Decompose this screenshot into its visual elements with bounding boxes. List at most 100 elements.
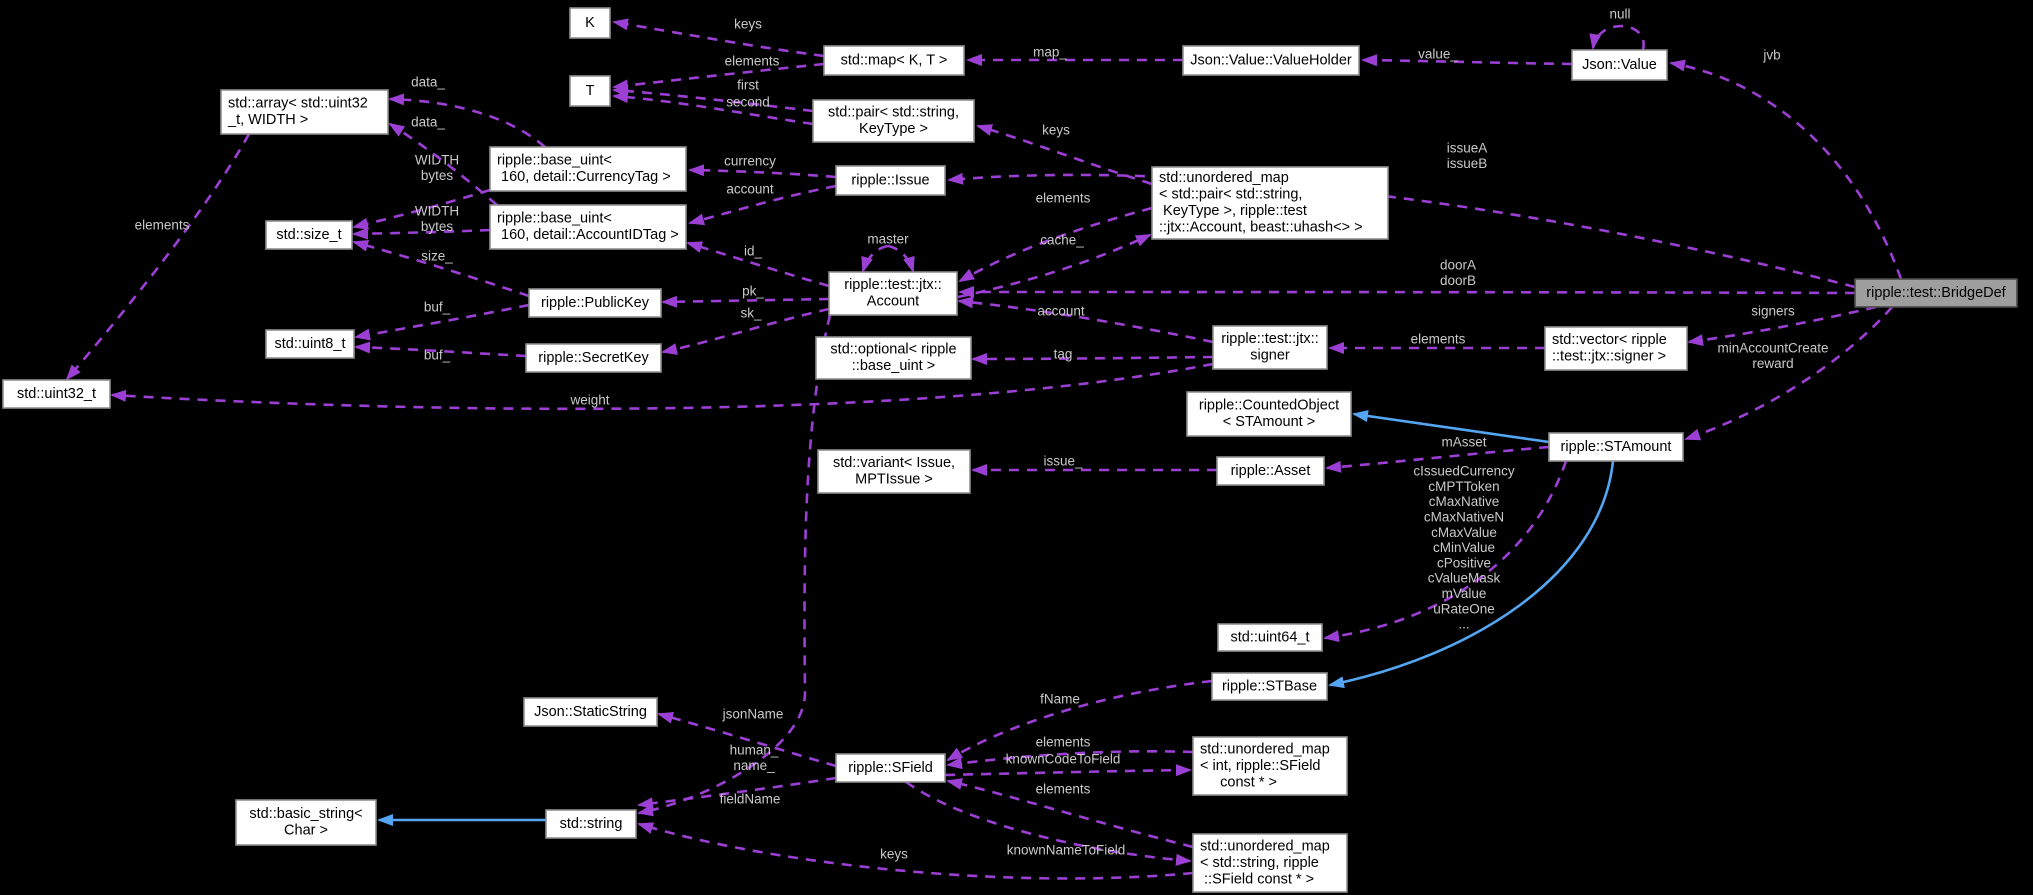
node-label-jtx-signer-1: signer <box>1250 348 1290 364</box>
node-std-string[interactable]: std::string <box>545 809 637 839</box>
node-stbase[interactable]: ripple::STBase <box>1211 672 1328 701</box>
node-label-std-array-1: _t, WIDTH > <box>227 112 308 128</box>
node-std-uint32-t[interactable]: std::uint32_t <box>2 379 111 409</box>
node-ripple-asset[interactable]: ripple::Asset <box>1216 456 1325 486</box>
node-std-pair[interactable]: std::pair< std::string,KeyType > <box>812 99 975 143</box>
node-base-uint-accountid[interactable]: ripple::base_uint< 160, detail::AccountI… <box>489 204 687 250</box>
edge-sfield-knowncode-intmap <box>944 764 1192 777</box>
edge-label-stamount-consts-uint64-8: mValue <box>1442 586 1487 601</box>
edge-label-accountid-data-array: data_ <box>411 115 445 130</box>
edge-label-stamount-consts-uint64-2: cMaxNative <box>1429 494 1500 509</box>
edge-label-valueholder-map: map_ <box>1033 45 1067 60</box>
node-label-std-uint32-t: std::uint32_t <box>17 386 96 402</box>
edge-label-account-sk-secretkey: sk_ <box>740 306 762 321</box>
node-std-uint64-t[interactable]: std::uint64_t <box>1217 623 1323 652</box>
edge-label-stamount-consts-uint64-4: cMaxValue <box>1431 525 1497 540</box>
node-json-value-holder[interactable]: Json::Value::ValueHolder <box>1182 45 1360 76</box>
node-label-public-key: ripple::PublicKey <box>541 295 650 311</box>
edge-label-currency-widthbytes-sizet: WIDTH <box>415 153 459 168</box>
edge-label-stamount-consts-uint64-10: ... <box>1458 617 1469 632</box>
edge-account-sk-secretkey <box>661 307 830 355</box>
node-std-uint8-t[interactable]: std::uint8_t <box>265 329 355 359</box>
edge-array-elements-uint32 <box>65 133 251 381</box>
edge-pair-first-t <box>612 85 814 113</box>
edge-label-signer-account-account: account <box>1037 304 1085 319</box>
node-label-unordered-map-string-sfield-2: ::SField const * > <box>1200 871 1314 887</box>
node-json-static-string[interactable]: Json::StaticString <box>523 697 658 727</box>
edge-label-bridgedef-jvb-jsonvalue: jvb <box>1762 48 1780 63</box>
node-unordered-map-int-sfield[interactable]: std::unordered_map< int, ripple::SField … <box>1192 736 1348 796</box>
node-label-t: T <box>586 83 595 99</box>
node-bridge-def[interactable]: ripple::test::BridgeDef <box>1854 278 2018 308</box>
node-label-std-uint64-t: std::uint64_t <box>1231 629 1310 645</box>
edge-label-pair-second-t: second <box>726 95 770 110</box>
edge-jsonvalue-null-loop <box>1589 24 1645 51</box>
node-sfield[interactable]: ripple::SField <box>835 753 946 783</box>
edge-label-sfield-jsonname-staticstring: jsonName <box>722 707 784 722</box>
edge-label-bridgedef-issueab-issue-1: issueB <box>1447 156 1488 171</box>
edge-account-master-loop-a <box>861 244 889 273</box>
node-stamount[interactable]: ripple::STAmount <box>1548 432 1684 462</box>
node-unordered-map-accounts[interactable]: std::unordered_map< std::pair< std::stri… <box>1151 166 1389 240</box>
edge-bridgedef-issueab-issue <box>947 172 1856 289</box>
edge-label-asset-issue-variant: issue_ <box>1043 454 1083 469</box>
edge-signer-tag-optional <box>971 352 1214 365</box>
node-unordered-map-string-sfield[interactable]: std::unordered_map< std::string, ripple … <box>1192 833 1348 893</box>
node-label-counted-object-1: < STAmount > <box>1223 414 1315 430</box>
node-vector-signer[interactable]: std::vector< ripple::test::jtx::signer > <box>1544 326 1688 371</box>
edge-signer-account-account <box>957 296 1214 344</box>
edge-label-jsonvalue-null-loop: null <box>1609 7 1630 22</box>
node-label-unordered-map-accounts-2: KeyType >, ripple::test <box>1159 203 1307 219</box>
edge-umap-keys-pair <box>976 124 1153 186</box>
node-std-size-t[interactable]: std::size_t <box>265 220 353 250</box>
edge-label-issue-account: account <box>726 182 774 197</box>
node-label-unordered-map-accounts-3: ::jtx::Account, beast::uhash<> > <box>1159 220 1363 236</box>
edge-label-signer-weight-uint32: weight <box>569 393 609 408</box>
node-label-secret-key: ripple::SecretKey <box>538 350 649 366</box>
node-label-std-pair-1: KeyType > <box>859 121 928 137</box>
node-jtx-signer[interactable]: ripple::test::jtx::signer <box>1212 325 1328 370</box>
edge-label-currency-widthbytes-sizet-1: bytes <box>421 168 454 183</box>
node-label-std-map: std::map< K, T > <box>841 52 948 68</box>
node-json-value[interactable]: Json::Value <box>1571 49 1668 81</box>
edge-label-signer-tag-optional: tag <box>1054 347 1073 362</box>
node-public-key[interactable]: ripple::PublicKey <box>528 288 662 318</box>
node-base-uint-currency[interactable]: ripple::base_uint< 160, detail::Currency… <box>489 146 687 192</box>
node-label-optional-base-uint: std::optional< ripple <box>830 342 956 358</box>
node-label-std-uint8-t: std::uint8_t <box>275 336 346 352</box>
edge-label-stamount-masset-asset: mAsset <box>1441 435 1486 450</box>
edge-intmap-elements-sfield <box>946 750 1194 770</box>
edge-label-sfield-fieldname-string: fieldName <box>720 792 781 807</box>
edge-signer-weight-uint32 <box>110 362 1214 411</box>
edge-stamount-consts-uint64 <box>1323 460 1568 643</box>
edge-publickey-buf-uint8 <box>354 303 530 341</box>
node-ripple-issue[interactable]: ripple::Issue <box>835 165 946 196</box>
node-label-bridge-def: ripple::test::BridgeDef <box>1866 285 2006 301</box>
node-counted-object[interactable]: ripple::CountedObject< STAmount > <box>1186 391 1352 437</box>
node-secret-key[interactable]: ripple::SecretKey <box>525 343 662 373</box>
edge-label-bridgedef-signers-vector: signers <box>1751 304 1795 319</box>
edge-label-sfield-knowncode-intmap: knownCodeToField <box>1006 752 1121 767</box>
edge-label-map-keys-k: keys <box>734 17 762 32</box>
edge-publickey-size-sizet <box>352 239 530 298</box>
node-optional-base-uint[interactable]: std::optional< ripple::base_uint > <box>815 336 972 380</box>
node-jtx-account[interactable]: ripple::test::jtx::Account <box>828 271 958 316</box>
node-std-basic-string[interactable]: std::basic_string<Char > <box>235 799 377 846</box>
edge-label-stbase-fname-sfield: fName <box>1040 692 1080 707</box>
edge-label-stamount-consts-uint64-7: cValueMask <box>1428 571 1501 586</box>
node-std-map[interactable]: std::map< K, T > <box>823 45 965 76</box>
node-k[interactable]: K <box>569 7 611 39</box>
edge-label-stamount-consts-uint64-6: cPositive <box>1437 555 1491 570</box>
node-variant-issue[interactable]: std::variant< Issue,MPTIssue > <box>817 449 971 494</box>
node-t[interactable]: T <box>569 75 611 107</box>
edge-sfield-fieldname-string <box>637 776 837 810</box>
node-label-unordered-map-int-sfield-2: const * > <box>1200 774 1277 790</box>
edge-stamount-inherits-countedobject <box>1352 410 1550 444</box>
edge-label-currency-data-array: data_ <box>411 75 445 90</box>
node-label-std-size-t: std::size_t <box>276 227 341 243</box>
node-std-array[interactable]: std::array< std::uint32_t, WIDTH > <box>220 89 389 135</box>
edge-jsonvalue-valueholder <box>1361 54 1573 67</box>
edge-bridgedef-doors-account <box>958 286 1856 299</box>
edge-label-intmap-elements-sfield: elements <box>1036 735 1091 750</box>
node-label-ripple-asset: ripple::Asset <box>1231 463 1311 479</box>
